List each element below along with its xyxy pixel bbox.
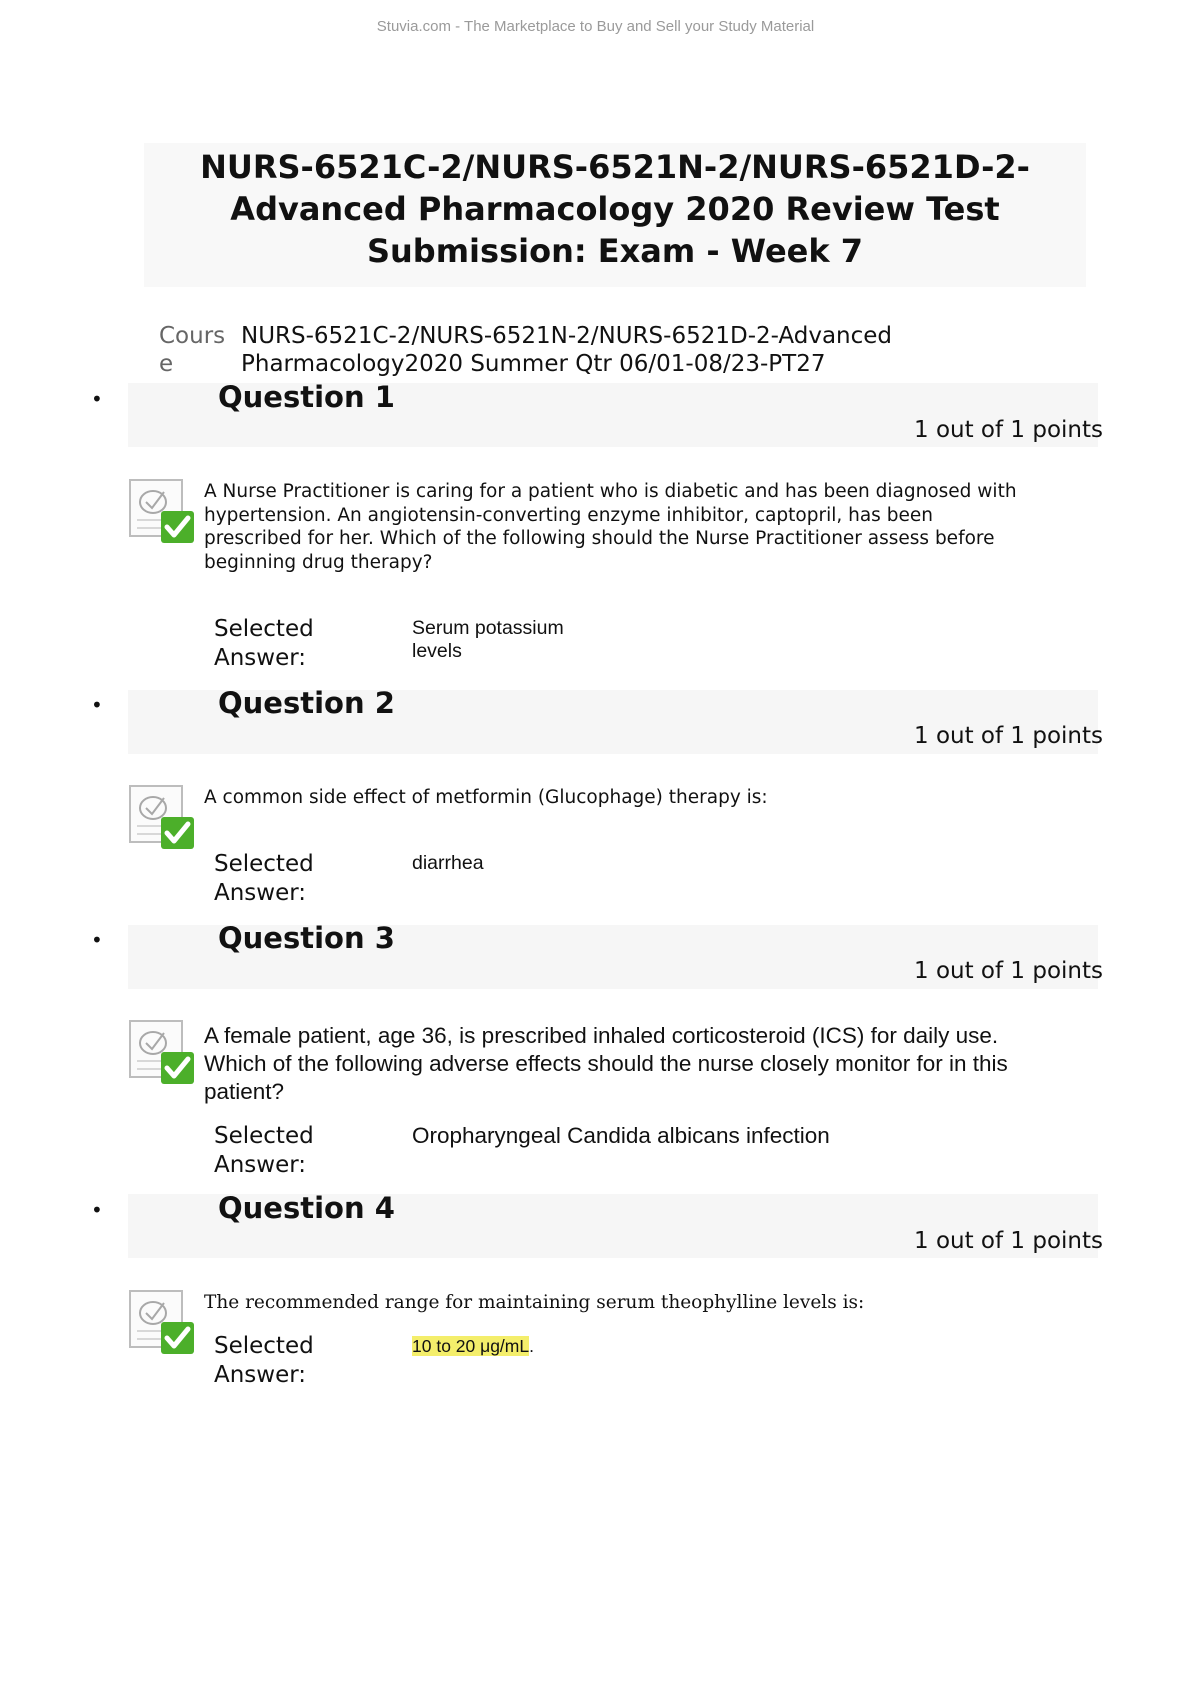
watermark: Stuvia.com - The Marketplace to Buy and … [376,18,815,35]
selected-answer-label: Selected Answer: [214,1333,314,1388]
page-title: NURS-6521C-2/NURS-6521N-2/NURS-6521D-2-A… [144,143,1086,287]
question-title: Question 4 [218,1191,395,1225]
question-text: A Nurse Practitioner is caring for a pat… [204,481,1017,573]
answer-highlight: 10 to 20 μg/mL [412,1336,530,1356]
selected-answer: diarrhea [412,852,484,874]
selected-answer-label: Selected Answer: [214,851,314,906]
correct-check-icon [129,1290,194,1354]
question-points: 1 out of 1 points [914,723,1103,749]
question-header-band [128,690,1098,754]
selected-answer: Oropharyngeal Candida albicans infection [412,1123,830,1148]
question-header-band [128,1194,1098,1258]
course-label: Course [159,323,226,377]
question-header-band [128,383,1098,447]
correct-check-icon [129,479,194,543]
list-bullet: • [91,387,103,411]
correct-check-icon [129,785,194,849]
question-points: 1 out of 1 points [914,958,1103,984]
question-title: Question 1 [218,380,395,414]
question-header-band [128,925,1098,989]
selected-answer-label: Selected Answer: [214,616,314,671]
question-text: The recommended range for maintaining se… [204,1292,865,1313]
selected-answer-label: Selected Answer: [214,1123,314,1178]
selected-answer: 10 to 20 μg/mL. [412,1335,534,1358]
answer-suffix: . [529,1336,534,1356]
list-bullet: • [91,1198,103,1222]
question-title: Question 3 [218,921,395,955]
question-text: A common side effect of metformin (Gluco… [204,787,768,808]
question-points: 1 out of 1 points [914,417,1103,443]
list-bullet: • [91,693,103,717]
selected-answer: Serum potassium levels [412,617,564,662]
correct-check-icon [129,1020,194,1084]
list-bullet: • [91,928,103,952]
question-text: A female patient, age 36, is prescribed … [204,1023,1008,1104]
course-value: NURS-6521C-2/NURS-6521N-2/NURS-6521D-2-A… [241,323,893,377]
question-title: Question 2 [218,686,395,720]
question-points: 1 out of 1 points [914,1228,1103,1254]
